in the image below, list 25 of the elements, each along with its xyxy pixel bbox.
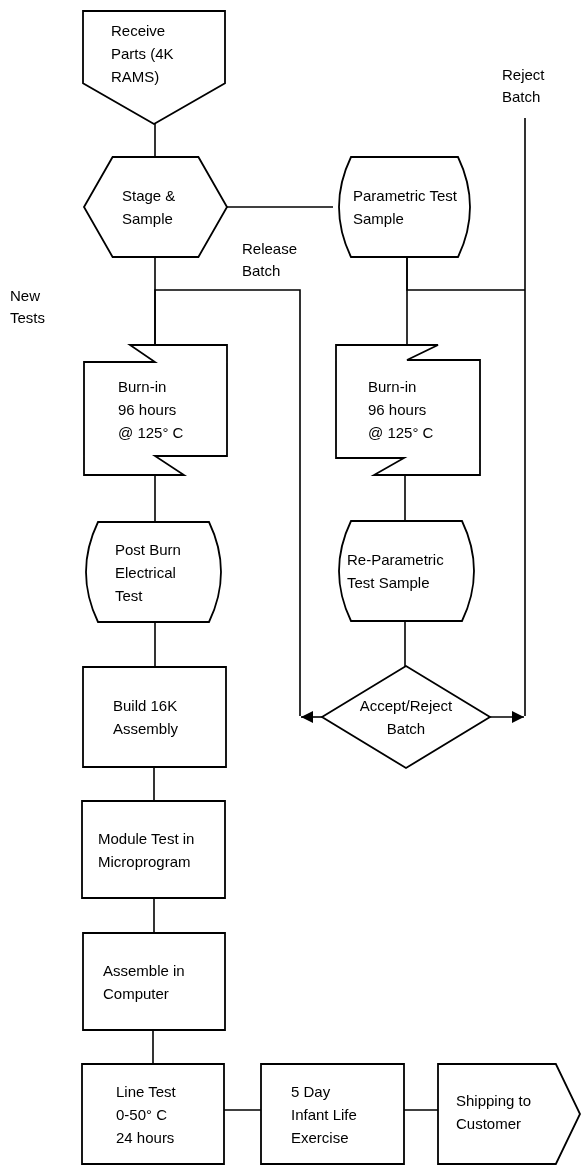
connector-line <box>154 289 301 717</box>
connector-line <box>404 620 406 667</box>
connector-line <box>153 766 155 802</box>
connector-line <box>154 123 156 158</box>
step-label: Build 16K Assembly <box>113 696 180 739</box>
step-label: Re-Parametric Test Sample <box>347 550 445 593</box>
step-label: Burn-in 96 hours @ 125° C <box>368 376 435 443</box>
step-label: Parametric Test Sample <box>353 186 458 229</box>
connector-line <box>152 1029 154 1065</box>
arrow <box>489 711 525 723</box>
arrow <box>300 711 323 723</box>
connector-line <box>153 897 155 934</box>
step-label: Line Test 0-50° C 24 hours <box>116 1081 177 1148</box>
connector-line <box>406 117 526 717</box>
step-label: Assemble in Computer <box>103 960 186 1004</box>
connector-line <box>226 206 334 208</box>
step-label: Stage & Sample <box>122 186 177 229</box>
step-label: Accept/Reject Batch <box>358 696 454 739</box>
connector-line <box>154 621 156 668</box>
step-label: Burn-in 96 hours @ 125° C <box>118 376 185 443</box>
step-label: Receive Parts (4K RAMS) <box>111 20 175 87</box>
step-label: Module Test in Microprogram <box>98 828 196 872</box>
step-label: Post Burn Electrical Test <box>115 539 182 606</box>
step-label: 5 Day Infant Life Exercise <box>291 1081 358 1148</box>
step-label: Shipping to Customer <box>456 1091 533 1134</box>
